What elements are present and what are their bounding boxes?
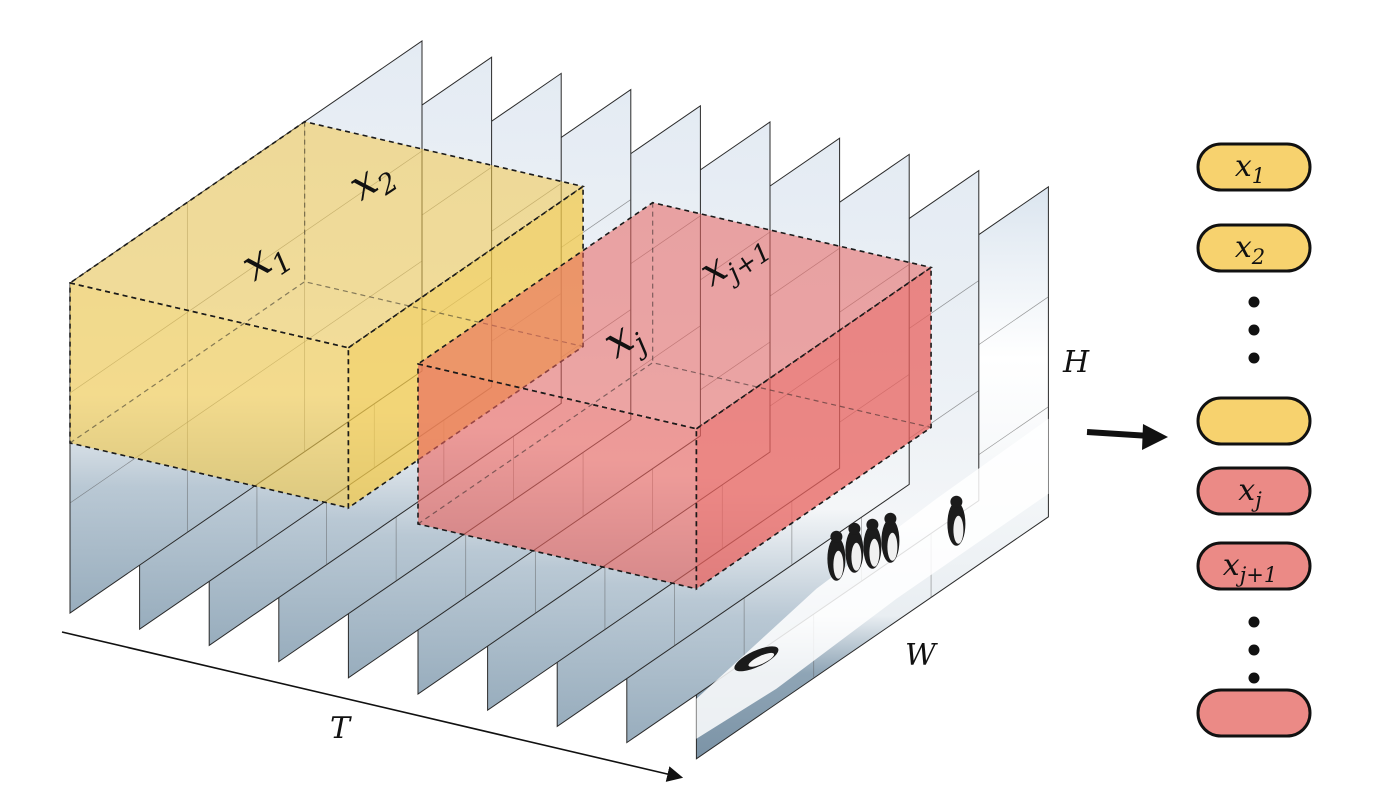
token-ellipsis: [1248, 616, 1260, 684]
token-pill: [1196, 688, 1312, 738]
token-ellipsis: [1248, 296, 1260, 364]
token-unnamed-yellow: [1196, 396, 1312, 446]
token-label: xj: [1238, 473, 1262, 512]
token-1-yellow: x1: [1196, 142, 1312, 192]
penguin-icon: [827, 530, 846, 581]
token-sequence: x1 x2 xj xj+1: [1196, 142, 1312, 738]
height-axis-label: H: [1062, 345, 1090, 380]
flatten-arrow: [1086, 424, 1168, 450]
token-unnamed-red: [1196, 688, 1312, 738]
penguin-icon: [734, 646, 779, 672]
token-pill: [1196, 142, 1312, 192]
width-axis-label: W: [905, 638, 938, 673]
penguin-icon: [845, 522, 864, 573]
token-pill: [1196, 396, 1312, 446]
penguin-icon: [881, 512, 900, 563]
time-axis-label: T: [330, 711, 352, 746]
token-j+1-red: xj+1: [1196, 541, 1312, 591]
front-frame-penguin-scene: [696, 418, 1049, 739]
token-pill: [1196, 541, 1312, 591]
penguin-icon: [863, 518, 882, 569]
token-pill: [1196, 466, 1312, 516]
token-pill: [1196, 223, 1312, 273]
token-j-red: xj: [1196, 466, 1312, 516]
token-label: x1: [1235, 149, 1265, 188]
token-label: xj+1: [1223, 548, 1277, 587]
time-axis: T: [61, 631, 684, 782]
token-label: x2: [1235, 230, 1265, 269]
tubelet-xj-xj1-hidden-edge: [417, 362, 932, 525]
tubelet-x1-x2-hidden-edge: [69, 281, 584, 444]
time-axis-arrow: [61, 631, 684, 782]
penguin-icon: [947, 495, 966, 546]
token-2-yellow: x2: [1196, 223, 1312, 273]
